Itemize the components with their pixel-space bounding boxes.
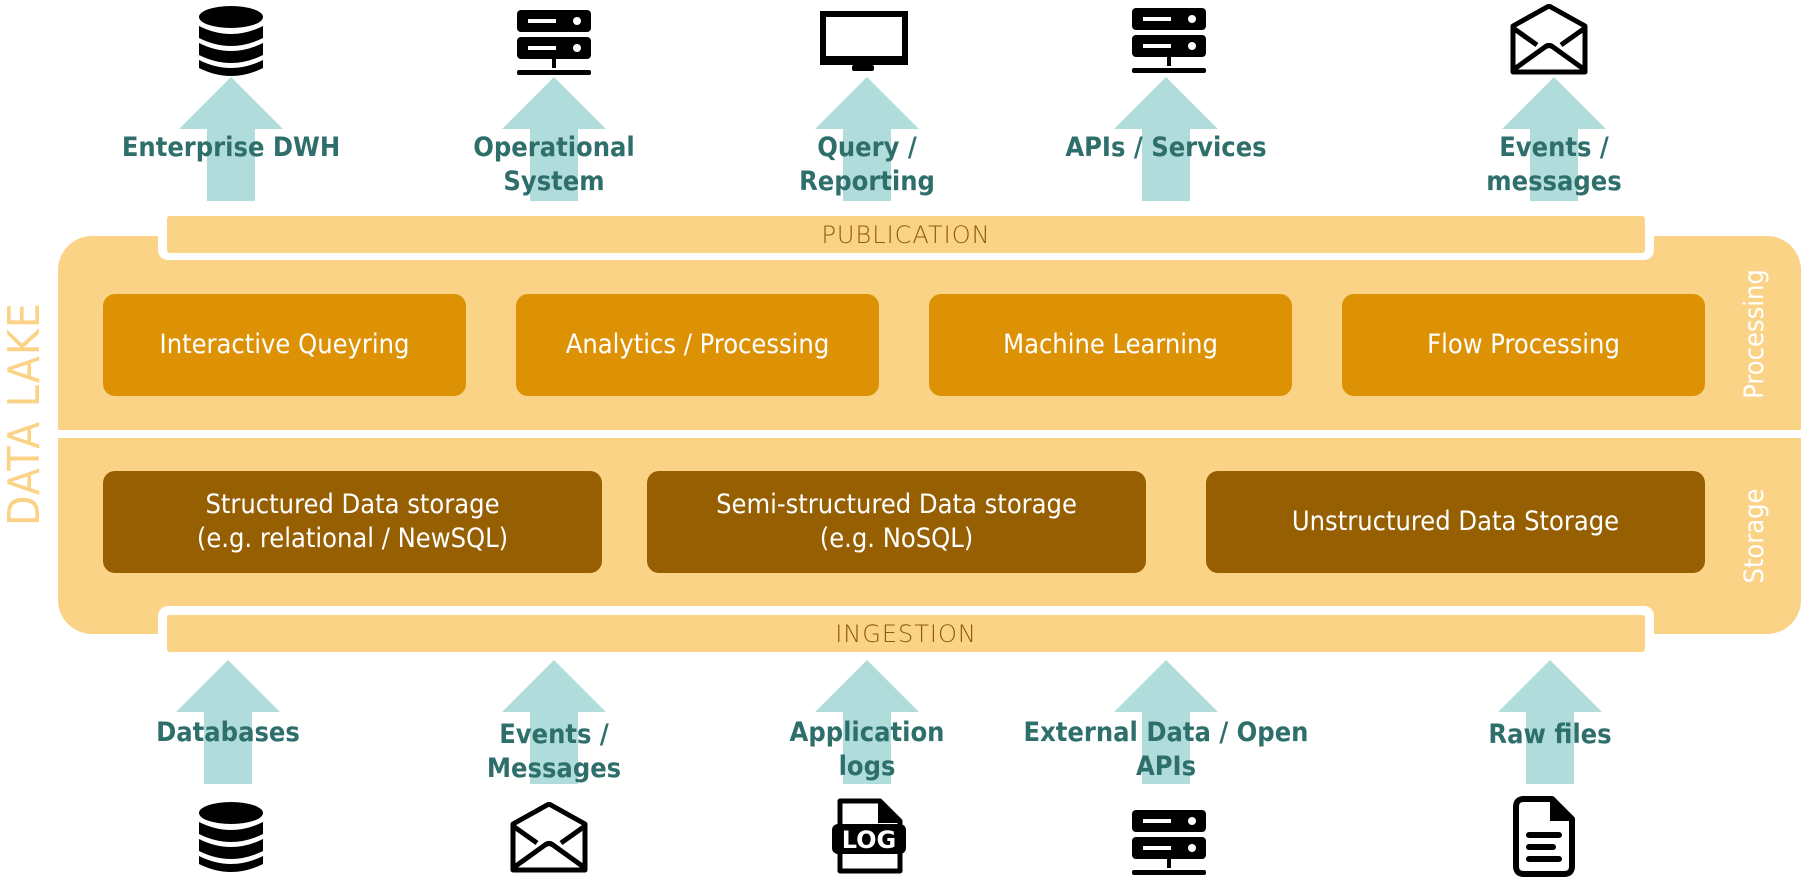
- ingestion-arrow: [815, 660, 919, 784]
- publication-arrow: [179, 77, 283, 201]
- box-label: Interactive Queyring: [159, 329, 410, 360]
- storage-layer-label: Storage: [1739, 488, 1770, 584]
- box-label: Unstructured Data Storage: [1291, 506, 1620, 537]
- svg-text:LOG: LOG: [842, 826, 897, 854]
- box-label: Flow Processing: [1427, 329, 1620, 360]
- publication-arrow: [1502, 77, 1606, 201]
- publication-bar: PUBLICATION: [167, 216, 1645, 253]
- storage-box-structured: Structured Data storage (e.g. relational…: [103, 471, 602, 573]
- processing-layer-label: Processing: [1739, 269, 1770, 399]
- envelope-open-icon: [1509, 4, 1589, 80]
- source-label-databases: Databases: [156, 717, 300, 748]
- destination-label-events-messages: Events / messages: [1486, 132, 1622, 197]
- ingestion-arrow: [176, 660, 280, 784]
- destination-label-operational-system: Operational System: [473, 132, 635, 197]
- box-label: Machine Learning: [1003, 329, 1218, 360]
- database-icon: [191, 800, 271, 876]
- publication-arrow: [502, 77, 606, 201]
- box-label: Semi-structured Data storage (e.g. NoSQL…: [716, 489, 1077, 554]
- publication-arrow: [815, 77, 919, 201]
- source-label-external-data: External Data / Open APIs: [1023, 717, 1309, 782]
- monitor-icon: [818, 8, 910, 84]
- publication-label: PUBLICATION: [821, 220, 991, 249]
- destination-label-apis-services: APIs / Services: [1065, 132, 1267, 163]
- storage-box-semi-structured: Semi-structured Data storage (e.g. NoSQL…: [647, 471, 1146, 573]
- processing-box-interactive-querying: Interactive Queyring: [103, 294, 466, 396]
- ingestion-arrow: [1498, 660, 1602, 784]
- ingestion-label: INGESTION: [835, 619, 977, 648]
- publication-arrow: [1114, 77, 1218, 201]
- storage-box-unstructured: Unstructured Data Storage: [1206, 471, 1705, 573]
- server-icon: [1128, 6, 1208, 82]
- data-lake-title: DATA LAKE: [0, 302, 50, 526]
- server-icon: [1128, 808, 1208, 884]
- server-icon: [513, 8, 593, 84]
- processing-box-machine-learning: Machine Learning: [929, 294, 1292, 396]
- source-label-raw-files: Raw files: [1488, 719, 1612, 750]
- envelope-open-icon: [509, 802, 589, 878]
- source-label-application-logs: Application logs: [789, 717, 945, 782]
- ingestion-bar: INGESTION: [167, 615, 1645, 652]
- destination-label-enterprise-dwh: Enterprise DWH: [121, 132, 341, 163]
- database-icon: [191, 4, 271, 80]
- box-label: Analytics / Processing: [565, 329, 830, 360]
- source-label-events-messages: Events / Messages: [486, 719, 622, 784]
- ingestion-arrow: [1114, 660, 1218, 784]
- processing-box-flow-processing: Flow Processing: [1342, 294, 1705, 396]
- document-icon: [1512, 796, 1592, 877]
- layer-divider: [58, 430, 1801, 438]
- box-label: Structured Data storage (e.g. relational…: [196, 489, 509, 554]
- destination-label-query-reporting: Query / Reporting: [799, 132, 935, 197]
- log-file-icon: LOG: [830, 798, 910, 874]
- processing-box-analytics: Analytics / Processing: [516, 294, 879, 396]
- ingestion-arrow: [502, 660, 606, 784]
